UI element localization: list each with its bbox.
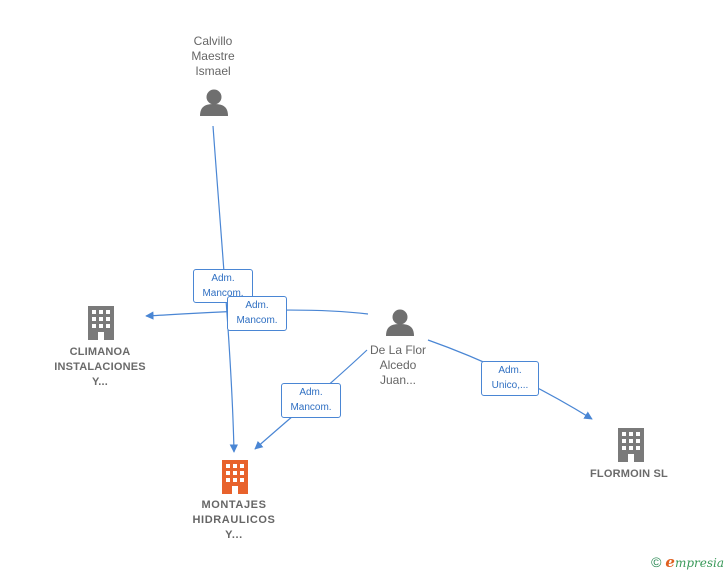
edge-label-delaflor-flormoin[interactable]: Adm. Unico,...	[481, 361, 539, 396]
edge-label-delaflor-climanoa[interactable]: Adm. Mancom.	[227, 296, 287, 331]
footer-brand: © empresia	[651, 553, 724, 571]
person-icon[interactable]	[200, 89, 228, 117]
node-label-climanoa[interactable]: CLIMANOA INSTALACIONES Y...	[54, 346, 146, 388]
edge-label-calvillo-montajes[interactable]: Adm. Mancom.	[193, 269, 253, 303]
empresia-logo[interactable]: empresia	[665, 553, 724, 571]
person-icon[interactable]	[386, 309, 414, 337]
node-label-delaflor[interactable]: De La Flor Alcedo Juan...	[369, 343, 427, 387]
node-label-calvillo[interactable]: Calvillo Maestre Ismael	[191, 34, 235, 78]
building-icon[interactable]	[88, 306, 114, 340]
node-label-montajes[interactable]: MONTAJES HIDRAULICOS Y...	[192, 499, 276, 541]
node-label-flormoin[interactable]: FLORMOIN SL	[590, 468, 668, 480]
edge-label-delaflor-montajes[interactable]: Adm. Mancom.	[281, 383, 341, 418]
building-icon-main[interactable]	[222, 460, 248, 494]
copyright-symbol: ©	[651, 554, 662, 570]
building-icon[interactable]	[618, 428, 644, 462]
